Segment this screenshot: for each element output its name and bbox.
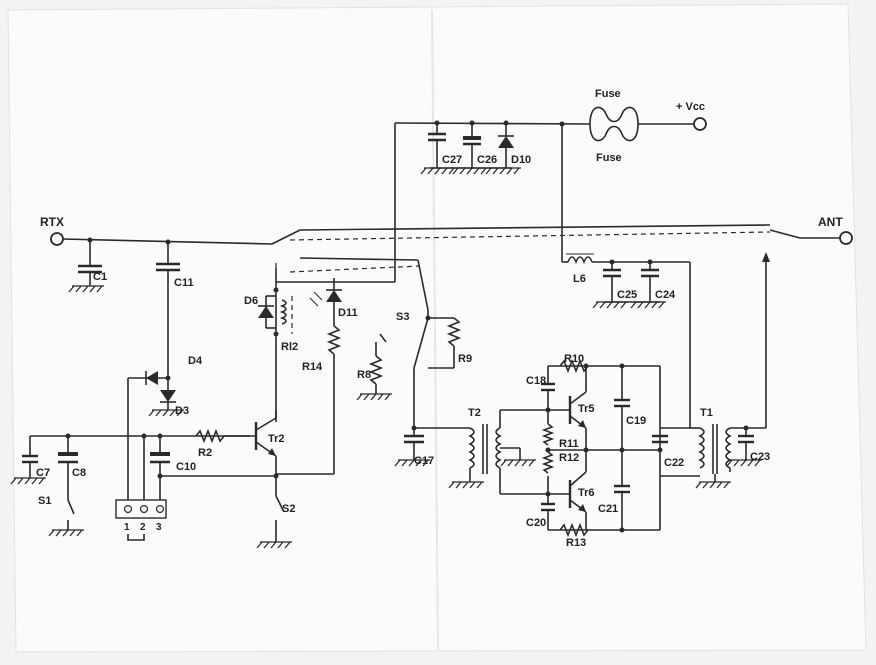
connector-pin-1: 1 (124, 522, 130, 533)
ant-terminal (839, 231, 853, 245)
vcc-terminal (693, 117, 707, 131)
c26-label: C26 (477, 154, 497, 166)
l6-label: L6 (573, 273, 586, 285)
t2-label: T2 (468, 407, 481, 419)
c7-label: C7 (36, 467, 50, 479)
c11-label: C11 (174, 277, 194, 289)
tr5-label: Tr5 (578, 403, 595, 415)
fuse-label-bottom: Fuse (596, 152, 622, 164)
c22-label: C22 (664, 457, 684, 469)
ant-label: ANT (818, 215, 843, 229)
r9-label: R9 (458, 353, 472, 365)
r12-label: R12 (559, 452, 579, 464)
d10-label: D10 (511, 154, 531, 166)
r11-label: R11 (559, 438, 579, 450)
rl2-label: Rl2 (281, 341, 298, 353)
d11-label: D11 (338, 307, 358, 319)
c19-label: C19 (626, 415, 646, 427)
r8-label: R8 (357, 369, 371, 381)
s1-label: S1 (38, 495, 51, 507)
c17-label: C17 (414, 455, 434, 467)
d3-label: D3 (175, 405, 189, 417)
c18-label: C18 (526, 375, 546, 387)
c8-label: C8 (72, 467, 86, 479)
rtx-terminal (50, 232, 64, 246)
s2-label: S2 (282, 503, 295, 515)
connector-block (115, 499, 167, 519)
c1-label: C1 (93, 271, 107, 283)
c21-label: C21 (598, 503, 618, 515)
fuse-label-top: Fuse (595, 88, 621, 100)
c10-label: C10 (176, 461, 196, 473)
d4-label: D4 (188, 355, 203, 367)
tr6-label: Tr6 (578, 487, 595, 499)
vcc-label: + Vcc (676, 101, 705, 113)
c20-label: C20 (526, 517, 546, 529)
r13-label: R13 (566, 537, 586, 549)
rtx-label: RTX (40, 215, 64, 229)
c23-label: C23 (750, 451, 770, 463)
tr2-label: Tr2 (268, 433, 285, 445)
c25-label: C25 (617, 289, 637, 301)
t1-label: T1 (700, 407, 713, 419)
r2-label: R2 (198, 447, 212, 459)
connector-pin-3: 3 (156, 522, 162, 533)
s3-label: S3 (396, 311, 409, 323)
d6-label: D6 (244, 295, 258, 307)
c27-label: C27 (442, 154, 462, 166)
c24-label: C24 (655, 289, 676, 301)
connector-pin-2: 2 (140, 522, 146, 533)
r14-label: R14 (302, 361, 323, 373)
r10-label: R10 (564, 353, 584, 365)
